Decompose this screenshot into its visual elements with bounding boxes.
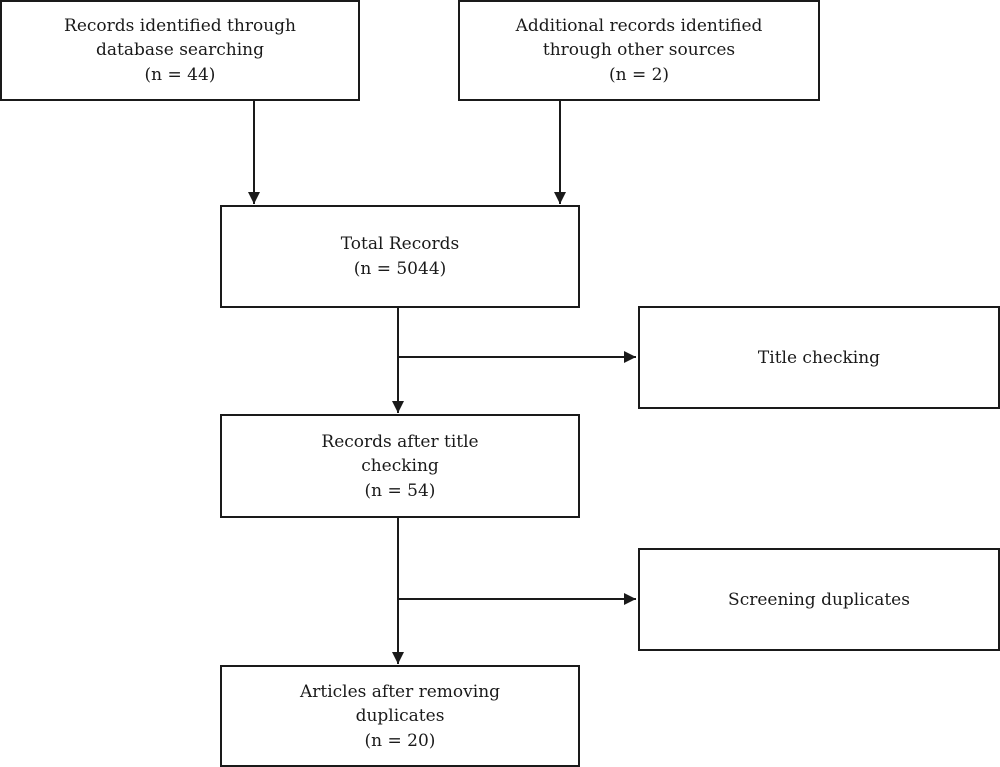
articles-line-1: Articles after removing <box>299 681 501 702</box>
articles-count: (n = 20) <box>364 730 436 751</box>
title-checking-box: Title checking <box>638 306 1000 409</box>
other-sources-line-2: through other sources <box>542 40 736 60</box>
database-records-count: (n = 44) <box>144 65 216 85</box>
other-sources-line-1: Additional records identified <box>515 16 763 36</box>
total-records-label: Total Records <box>340 234 460 254</box>
after-title-count: (n = 54) <box>364 480 436 501</box>
total-records-count: (n = 5044) <box>353 259 447 279</box>
other-sources-count: (n = 2) <box>608 65 670 85</box>
after-title-box: Records after title checking (n = 54) <box>220 414 580 518</box>
total-records-box: Total Records (n = 5044) <box>220 205 580 308</box>
database-records-line-1: Records identified through <box>64 16 296 36</box>
database-records-line-2: database searching <box>96 40 264 60</box>
database-records-box: Records identified through database sear… <box>0 0 360 101</box>
after-title-line-2: checking <box>361 455 439 476</box>
other-sources-box: Additional records identified through ot… <box>458 0 820 101</box>
articles-line-2: duplicates <box>355 705 445 726</box>
articles-box: Articles after removing duplicates (n = … <box>220 665 580 767</box>
after-title-line-1: Records after title <box>321 431 479 452</box>
screening-duplicates-box: Screening duplicates <box>638 548 1000 651</box>
screening-duplicates-label: Screening duplicates <box>728 589 910 610</box>
title-checking-label: Title checking <box>757 347 881 368</box>
